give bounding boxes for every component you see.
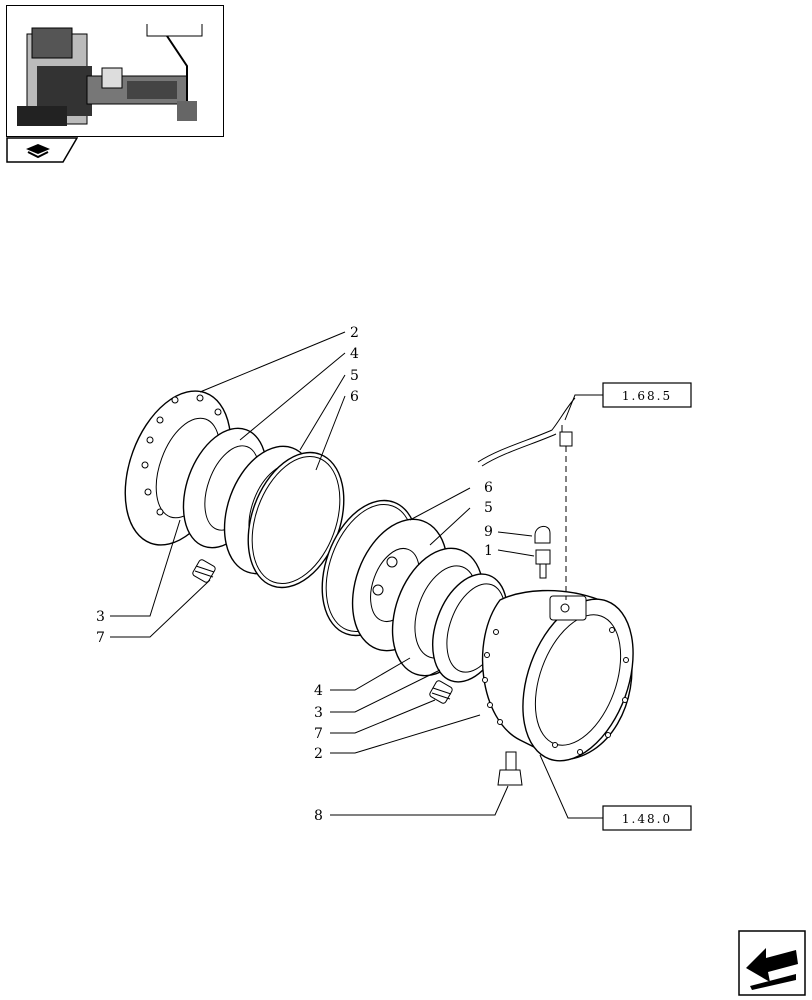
callout-2-top: 2 xyxy=(350,325,359,341)
section-tab[interactable] xyxy=(6,137,79,167)
part-6-left-ring xyxy=(247,451,345,589)
callout-3-left: 3 xyxy=(96,609,105,625)
part-9-cap xyxy=(534,526,551,544)
callout-7-left: 7 xyxy=(96,630,105,646)
callout-6-mid: 6 xyxy=(484,480,493,496)
part-8-bolt xyxy=(497,751,523,786)
book-arrow-icon xyxy=(26,144,50,159)
callout-4-bottom: 4 xyxy=(314,683,323,699)
callout-6-top: 6 xyxy=(350,389,359,405)
callout-7-bottom: 7 xyxy=(314,726,323,742)
part-2-right-drum xyxy=(481,589,634,762)
callout-1: 1 xyxy=(484,543,493,559)
next-page-button[interactable] xyxy=(738,930,806,1000)
pipe-line xyxy=(477,397,576,463)
leader-lines xyxy=(110,331,603,819)
part-7-right-spring xyxy=(429,680,453,704)
tractor-overview-icon xyxy=(17,24,203,126)
callout-4-top: 4 xyxy=(350,346,359,362)
callout-9: 9 xyxy=(484,524,493,540)
next-page-arrow-icon xyxy=(738,930,806,996)
callout-5-top: 5 xyxy=(350,368,359,384)
ref-label-bottom: 1.48.0 xyxy=(622,812,672,826)
callout-2-bottom: 2 xyxy=(314,746,323,762)
callout-5-mid: 5 xyxy=(484,500,493,516)
callout-8: 8 xyxy=(314,808,323,824)
part-1-valve xyxy=(535,549,551,579)
part-7-left-spring xyxy=(192,559,216,583)
ref-box-bottom[interactable]: 1.48.0 xyxy=(602,805,692,831)
ref-label-top: 1.68.5 xyxy=(622,389,672,403)
overview-thumbnail xyxy=(6,5,224,137)
callout-3-bottom: 3 xyxy=(314,705,323,721)
ref-box-top[interactable]: 1.68.5 xyxy=(602,382,692,408)
